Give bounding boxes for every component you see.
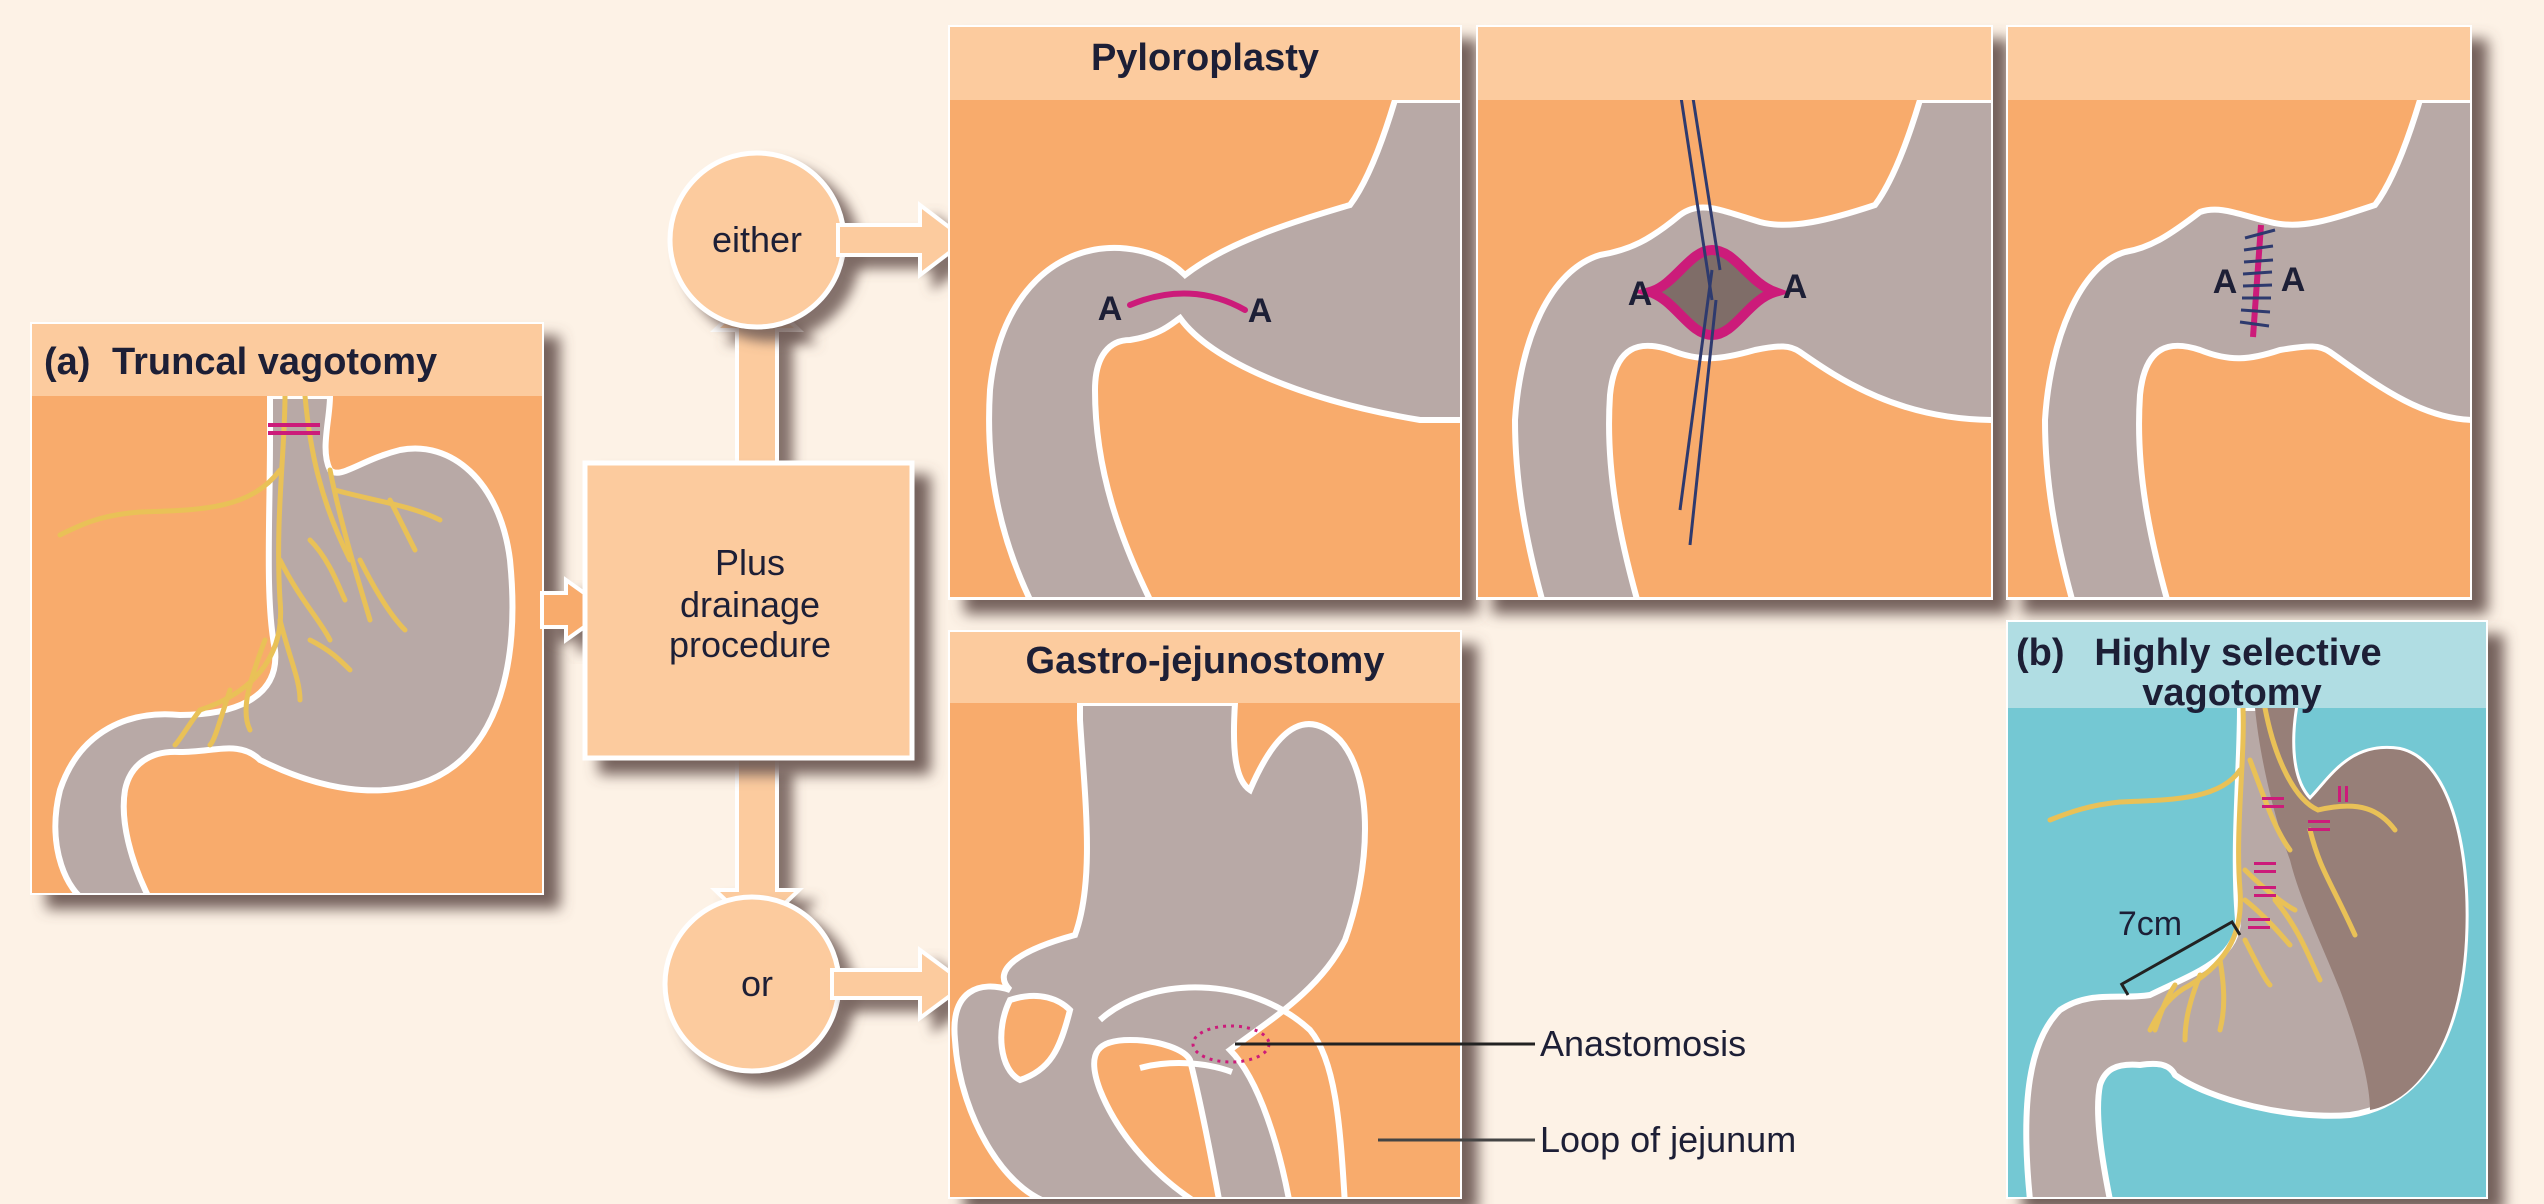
stay-sutures: [1678, 100, 1722, 546]
box-line-3: procedure: [669, 624, 831, 665]
pyloroplasty-title: Pyloroplasty: [1091, 37, 1319, 79]
point-a-right: A: [2281, 261, 2306, 299]
open-incision: [1632, 244, 1791, 341]
hsv-letter: (b): [2016, 632, 2065, 674]
box-line-2: drainage: [680, 584, 820, 625]
gastrojejunostomy-panel: Gastro-jejunostomy Anastomosis Loop of j…: [948, 630, 1796, 1199]
measure-label: 7cm: [2118, 905, 2182, 943]
truncal-title: Truncal vagotomy: [112, 341, 437, 383]
preserved-nerve-branches: [2047, 708, 2398, 1043]
measure-bracket: [2119, 919, 2242, 996]
anastomosis-label: Anastomosis: [1540, 1023, 1746, 1064]
pyloroplasty-step-1: A A Pyloroplasty: [948, 25, 1462, 600]
or-label: or: [741, 963, 773, 1004]
vagus-nerve-branches: [57, 396, 443, 748]
nerve-division-marks: [2248, 786, 2348, 929]
point-a-left: A: [1628, 275, 1653, 313]
point-a-right: A: [1248, 292, 1273, 330]
point-a-left: A: [1098, 290, 1123, 328]
truncal-letter: (a): [44, 341, 90, 383]
closure-sutures: [2239, 228, 2276, 328]
pyloroplasty-step-3: A A: [2006, 25, 2472, 600]
closed-incision: [2250, 224, 2264, 338]
gastrojejunostomy-title: Gastro-jejunostomy: [1026, 640, 1385, 682]
box-line-1: Plus: [715, 542, 785, 583]
flow-connector: Plus drainage procedure either or: [582, 150, 970, 1074]
stomach-illustration-truncal: [52, 396, 516, 893]
loop-of-jejunum-label: Loop of jejunum: [1540, 1119, 1796, 1160]
drainage-procedure-box: [582, 460, 915, 761]
point-a-left: A: [2213, 263, 2238, 301]
arrow-to-pyloroplasty: [836, 200, 970, 280]
either-label: either: [712, 219, 802, 260]
arrow-to-gastrojejunostomy: [830, 946, 970, 1022]
hsv-title-line-1: Highly selective: [2094, 632, 2381, 674]
pyloroplasty-step-2: A A: [1476, 25, 1993, 600]
truncal-vagotomy-panel: (a) Truncal vagotomy: [30, 322, 544, 895]
incision-mark: [268, 423, 320, 427]
point-a-right: A: [1783, 268, 1808, 306]
incision-line: [1127, 290, 1248, 313]
hsv-title-line-2: vagotomy: [2142, 672, 2321, 714]
highly-selective-vagotomy-panel: 7cm (b) Highly selective vagotomy: [2006, 620, 2488, 1199]
